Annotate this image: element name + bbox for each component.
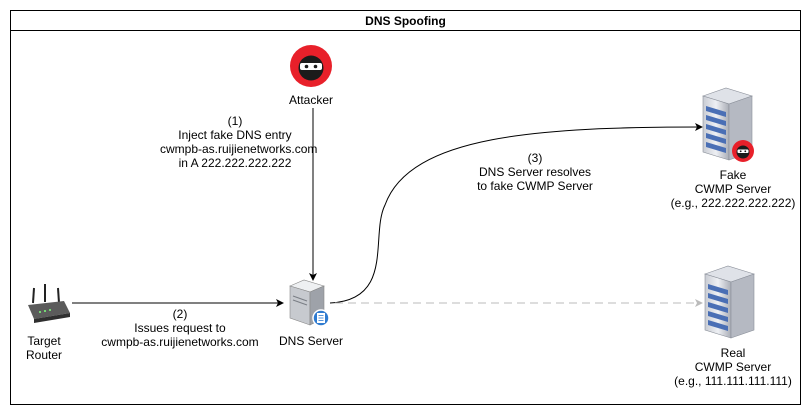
- target-router-label-line: Target: [27, 334, 61, 348]
- fake-server-label-line: Fake: [719, 168, 747, 182]
- step2-label-line: cwmpb-as.ruijienetworks.com: [101, 335, 259, 349]
- diagram-frame: DNS Spoofing: [10, 10, 801, 405]
- step2-label-line: Issues request to: [134, 321, 226, 335]
- step3-label-line: (3): [527, 151, 543, 165]
- dns-server-label: DNS Server: [278, 334, 343, 348]
- step2-label: (2) Issues request to cwmpb-as.ruijienet…: [100, 307, 260, 349]
- step1-label-line: cwmpb-as.ruijienetworks.com: [160, 142, 318, 156]
- real-server-label-line: Real: [720, 346, 746, 360]
- ninja-attacker-icon: [290, 45, 332, 87]
- real-server-label: Real CWMP Server (e.g., 111.111.111.111): [663, 346, 803, 388]
- fake-server-label: Fake CWMP Server (e.g., 222.222.222.222): [663, 168, 803, 210]
- fake-server-label-line: (e.g., 222.222.222.222): [670, 196, 796, 210]
- fake-server-label-line: CWMP Server: [694, 182, 772, 196]
- dns-server-icon: [289, 279, 330, 327]
- real-server-rack-icon: [704, 265, 755, 339]
- step1-label-line: Inject fake DNS entry: [178, 128, 292, 142]
- step2-label-line: (2): [172, 307, 188, 321]
- target-router-label-line: Router: [25, 348, 63, 362]
- step1-label: (1) Inject fake DNS entry cwmpb-as.ruiji…: [160, 114, 318, 170]
- router-icon: [28, 284, 70, 323]
- step3-label-line: to fake CWMP Server: [477, 179, 593, 193]
- diagram-title: DNS Spoofing: [11, 11, 800, 31]
- step1-label-line: (1): [227, 114, 243, 128]
- step3-label-line: DNS Server resolves: [478, 165, 592, 179]
- real-server-label-line: CWMP Server: [694, 360, 772, 374]
- ninja-badge-icon: [732, 140, 754, 162]
- real-server-label-line: (e.g., 111.111.111.111): [674, 374, 792, 388]
- step3-label: (3) DNS Server resolves to fake CWMP Ser…: [470, 151, 600, 193]
- edge-dns-to-fake: [329, 123, 703, 304]
- target-router-label: Target Router: [14, 334, 74, 362]
- attacker-label: Attacker: [288, 93, 333, 107]
- step1-label-line: in A 222.222.222.222: [178, 156, 292, 170]
